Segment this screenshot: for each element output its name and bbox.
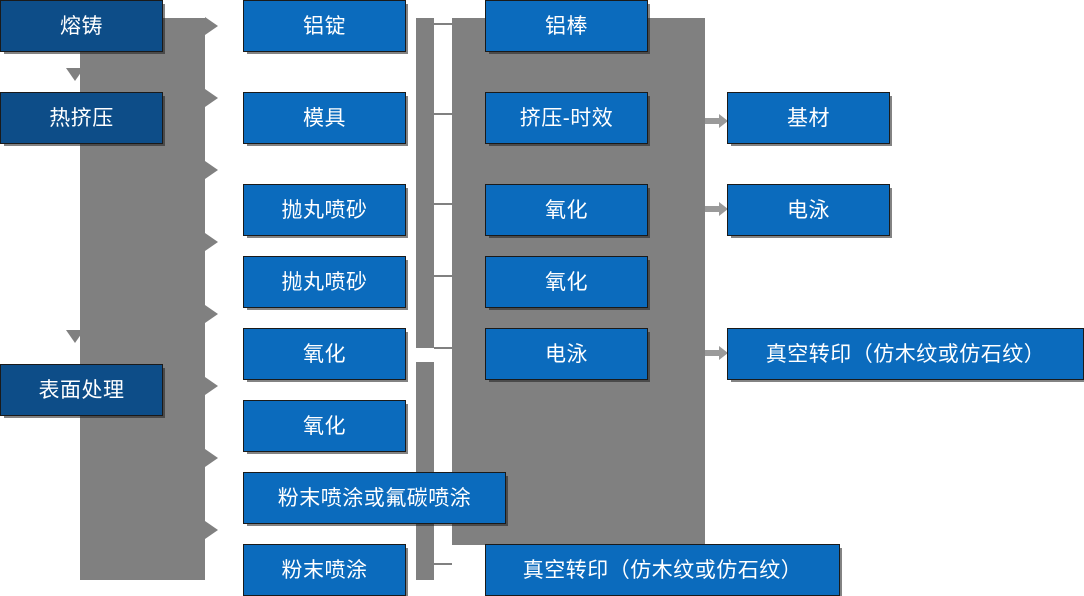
arrow-right-icon-output-1	[705, 114, 728, 128]
input-label-aluminum-ingot: 铝锭	[303, 14, 346, 38]
arrow-right-icon-input-8	[205, 521, 218, 539]
process-box-aluminum-rod[interactable]: 铝棒	[485, 0, 648, 52]
input-collector-bar-lower	[416, 362, 434, 580]
arrow-right-icon-input-5	[205, 305, 218, 323]
process-label-extrusion-aging: 挤压-时效	[519, 106, 614, 130]
arrow-right-icon-output-3	[705, 346, 728, 360]
arrow-down-icon-melting	[66, 68, 84, 81]
input-box-aluminum-ingot[interactable]: 铝锭	[243, 0, 406, 52]
input-label-shot-blasting-2: 抛丸喷砂	[281, 270, 368, 294]
collector-tick-4	[434, 275, 452, 277]
output-box-base-material[interactable]: 基材	[727, 92, 890, 144]
collector-tick-2	[434, 113, 452, 115]
input-label-shot-blasting-1: 抛丸喷砂	[281, 198, 368, 222]
process-box-electrophoresis[interactable]: 电泳	[485, 328, 648, 380]
stage-box-surface-treatment[interactable]: 表面处理	[0, 364, 163, 416]
input-box-shot-blasting-1[interactable]: 抛丸喷砂	[243, 184, 406, 236]
arrow-right-icon-output-2	[705, 202, 728, 216]
output-box-electrophoresis[interactable]: 电泳	[727, 184, 890, 236]
input-box-powder-or-fluorocarbon-coating[interactable]: 粉末喷涂或氟碳喷涂	[243, 472, 506, 524]
process-label-oxidation-1: 氧化	[545, 198, 588, 222]
input-label-powder-coating: 粉末喷涂	[281, 558, 368, 582]
arrow-right-icon-input-7	[205, 449, 218, 467]
arrow-right-icon-input-2	[205, 89, 218, 107]
surface-treatment-stub	[163, 389, 183, 391]
stage-label-melting: 熔铸	[60, 14, 103, 38]
collector-tick-6	[434, 563, 452, 565]
input-label-mold: 模具	[303, 106, 346, 130]
output-box-vacuum-transfer[interactable]: 真空转印（仿木纹或仿石纹）	[727, 328, 1084, 380]
arrow-down-icon-extrusion	[66, 330, 84, 343]
process-label-vacuum-transfer: 真空转印（仿木纹或仿石纹）	[522, 558, 803, 582]
process-box-vacuum-transfer[interactable]: 真空转印（仿木纹或仿石纹）	[485, 544, 840, 596]
process-label-oxidation-2: 氧化	[545, 270, 588, 294]
process-label-electrophoresis: 电泳	[545, 342, 588, 366]
process-label-aluminum-rod: 铝棒	[545, 14, 588, 38]
collector-tick-5	[434, 347, 452, 349]
stage-box-melting[interactable]: 熔铸	[0, 0, 163, 52]
stage-label-hot-extrusion: 热挤压	[49, 106, 114, 130]
input-box-powder-coating[interactable]: 粉末喷涂	[243, 544, 406, 596]
input-collector-bar	[416, 18, 434, 348]
process-box-oxidation-1[interactable]: 氧化	[485, 184, 648, 236]
input-box-oxidation-1[interactable]: 氧化	[243, 328, 406, 380]
input-box-shot-blasting-2[interactable]: 抛丸喷砂	[243, 256, 406, 308]
arrow-right-icon-input-1	[205, 17, 218, 35]
process-box-oxidation-2[interactable]: 氧化	[485, 256, 648, 308]
stage-box-hot-extrusion[interactable]: 热挤压	[0, 92, 163, 144]
stage-label-surface-treatment: 表面处理	[38, 378, 125, 402]
output-label-base-material: 基材	[787, 106, 830, 130]
output-label-vacuum-transfer: 真空转印（仿木纹或仿石纹）	[765, 342, 1046, 366]
input-box-mold[interactable]: 模具	[243, 92, 406, 144]
input-label-oxidation-1: 氧化	[303, 342, 346, 366]
input-label-powder-or-fluorocarbon-coating: 粉末喷涂或氟碳喷涂	[277, 486, 472, 510]
collector-tick-1	[434, 23, 452, 25]
output-label-electrophoresis: 电泳	[787, 198, 830, 222]
input-box-oxidation-2[interactable]: 氧化	[243, 400, 406, 452]
arrow-right-icon-input-3	[205, 161, 218, 179]
stage-trunk-notch	[163, 18, 205, 580]
arrow-right-icon-input-4	[205, 233, 218, 251]
arrow-right-icon-input-6	[205, 377, 218, 395]
input-label-oxidation-2: 氧化	[303, 414, 346, 438]
collector-tick-3	[434, 203, 452, 205]
process-box-extrusion-aging[interactable]: 挤压-时效	[485, 92, 648, 144]
